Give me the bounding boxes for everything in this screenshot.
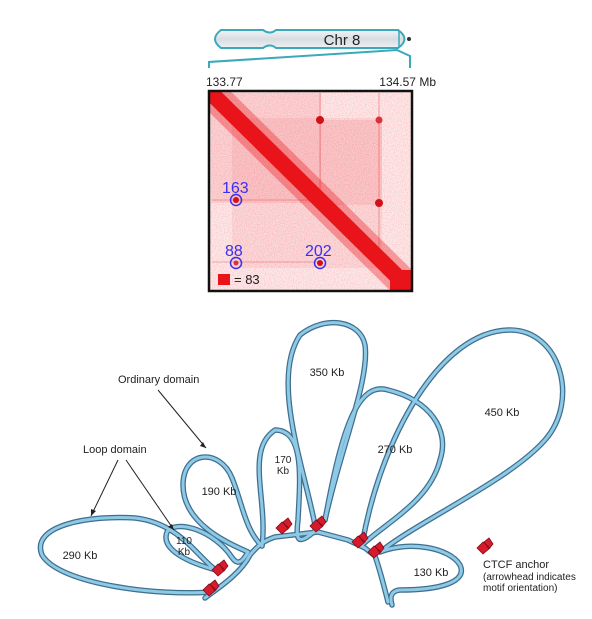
- coordinate-start: 133.77: [206, 75, 243, 89]
- ctcf-anchor: [309, 515, 327, 533]
- scale-swatch: [218, 274, 230, 285]
- loop-peak: [233, 260, 239, 266]
- ctcf-anchor: [367, 541, 385, 559]
- loop-size-270: 270 Kb: [378, 444, 413, 456]
- callout-ordinary-domain: Ordinary domain: [118, 374, 199, 386]
- chromosome-name: Chr 8: [324, 32, 361, 49]
- hic-frame: [207, 89, 414, 293]
- loop-peak: [375, 116, 383, 124]
- domain-square: [320, 120, 382, 205]
- ctcf-legend-icon: [476, 537, 494, 555]
- hic-corner-block: [390, 270, 412, 291]
- loop-circle-163: [229, 193, 243, 207]
- callout-ordinary-line: [157, 389, 207, 449]
- coordinate-end: 134.57 Mb: [379, 75, 436, 89]
- fiber-core: [38, 321, 565, 607]
- chromosome-body: [214, 29, 406, 49]
- ctcf-legend-note-2: motif orientation): [483, 583, 557, 594]
- ctcf-anchor: [351, 531, 369, 549]
- chromosome-ideogram: Chr 8 133.77 134.57 Mb: [206, 29, 436, 89]
- loop-peak: [316, 116, 324, 124]
- loop-size-190: 190 Kb: [202, 486, 237, 498]
- loop-peak: [317, 260, 323, 266]
- loop-label-202: 202: [305, 243, 332, 260]
- ctcf-anchor: [202, 579, 220, 597]
- loop-size-110: 110: [176, 536, 192, 547]
- loop-size-130: 130 Kb: [414, 567, 449, 579]
- loop-size-170-unit: Kb: [277, 466, 290, 477]
- chromatin-fiber: 290 Kb 110 Kb 190 Kb 170 Kb 350 Kb 270 K…: [37, 319, 566, 608]
- loop-peak: [233, 197, 239, 203]
- loop-peak: [375, 199, 383, 207]
- callout-loop-domain: Loop domain: [83, 444, 147, 456]
- loop-label-163: 163: [222, 180, 249, 197]
- ctcf-legend-note-1: (arrowhead indicates: [483, 572, 576, 583]
- ctcf-anchor: [275, 517, 293, 535]
- ctcf-anchors: [202, 515, 385, 597]
- loop-size-450: 450 Kb: [485, 407, 520, 419]
- loop-size-350: 350 Kb: [310, 367, 345, 379]
- callout-loop-line-left: [90, 459, 119, 517]
- ctcf-legend: CTCF anchor (arrowhead indicates motif o…: [476, 537, 576, 594]
- loop-circle-202: [313, 256, 327, 270]
- loop-label-88: 88: [225, 243, 243, 260]
- loop-size-170: 170: [275, 455, 292, 466]
- hic-contact-map: 163 88 202 = 83: [207, 89, 414, 293]
- hic-diagonal: [209, 91, 412, 291]
- domain-callouts: Ordinary domain Loop domain: [83, 374, 207, 531]
- ctcf-legend-title: CTCF anchor: [483, 559, 549, 571]
- zoom-connector: [208, 48, 411, 68]
- loop-size-110-unit: Kb: [178, 547, 191, 558]
- scale-label: = 83: [234, 272, 260, 287]
- loop-size-290: 290 Kb: [63, 550, 98, 562]
- callout-loop-line-right: [125, 459, 175, 531]
- chromosome-telomere-dot: [407, 37, 411, 41]
- ctcf-anchor: [211, 559, 229, 577]
- loop-circle-88: [229, 256, 243, 270]
